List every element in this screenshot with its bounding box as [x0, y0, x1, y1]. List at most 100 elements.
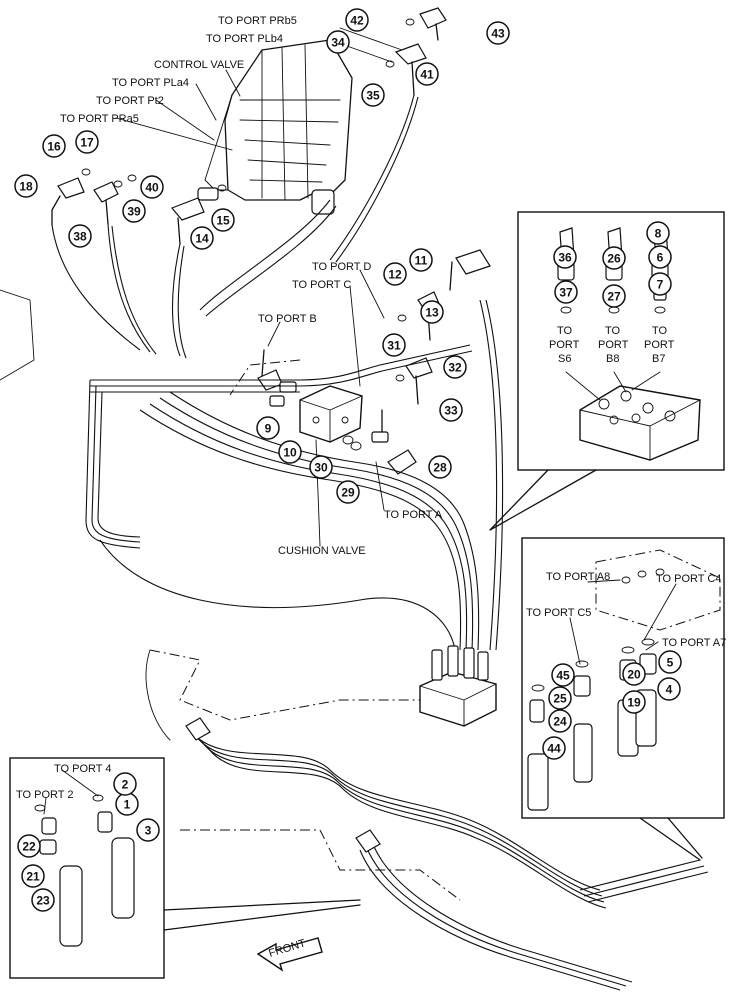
callout-8: 8	[646, 221, 670, 245]
callout-number: 45	[556, 669, 570, 683]
callout-number: 18	[19, 180, 33, 194]
callout-number: 32	[448, 361, 462, 375]
callout-12: 12	[383, 262, 407, 286]
callout-9: 9	[256, 416, 280, 440]
callout-number: 37	[559, 286, 573, 300]
label-port-b8: PORT	[598, 339, 629, 351]
callout-18: 18	[14, 174, 38, 198]
label-to-b8: TO	[605, 325, 621, 337]
callout-20: 20	[622, 662, 646, 686]
callout-number: 20	[627, 668, 641, 682]
callout-number: 12	[388, 268, 402, 282]
label-to-port-c: TO PORT C	[292, 279, 351, 291]
callout-21: 21	[21, 864, 45, 888]
callout-44: 44	[542, 736, 566, 760]
callout-number: 40	[145, 181, 159, 195]
callout-24: 24	[548, 709, 572, 733]
callout-number: 15	[216, 214, 230, 228]
callout-number: 25	[553, 692, 567, 706]
label-control-valve: CONTROL VALVE	[154, 59, 244, 71]
label-b7: B7	[652, 353, 665, 365]
callout-35: 35	[361, 83, 385, 107]
callout-34: 34	[326, 30, 350, 54]
callout-39: 39	[122, 199, 146, 223]
callout-6: 6	[648, 245, 672, 269]
callout-23: 23	[31, 888, 55, 912]
label-to-port-a: TO PORT A	[384, 509, 443, 521]
callout-number: 11	[415, 254, 428, 268]
label-to-b7: TO	[652, 325, 668, 337]
control-valve-fittings	[51, 7, 447, 245]
callout-number: 17	[80, 136, 94, 150]
callout-number: 22	[22, 840, 36, 854]
callout-28: 28	[428, 455, 452, 479]
label-to-port-c5: TO PORT C5	[526, 607, 591, 619]
callout-36: 36	[553, 245, 577, 269]
callout-19: 19	[622, 690, 646, 714]
pilot-hoses	[51, 94, 419, 359]
callout-number: 21	[26, 870, 40, 884]
callout-15: 15	[211, 208, 235, 232]
label-to-port-pra5: TO PORT PRa5	[60, 113, 139, 125]
callout-31: 31	[382, 333, 406, 357]
callout-number: 29	[341, 486, 355, 500]
callout-number: 6	[657, 251, 664, 265]
callout-number: 8	[655, 227, 662, 241]
callout-5: 5	[658, 650, 682, 674]
label-to-port-c4: TO PORT C4	[656, 573, 721, 585]
callout-7: 7	[648, 272, 672, 296]
label-to-s6: TO	[557, 325, 573, 337]
callout-number: 5	[667, 656, 674, 670]
label-to-port-d: TO PORT D	[312, 261, 371, 273]
background-frame	[0, 289, 301, 741]
label-to-port-prb5: TO PORT PRb5	[218, 15, 297, 27]
tube-bundle	[85, 299, 504, 651]
label-port-b7: PORT	[644, 339, 675, 351]
label-to-port-2: TO PORT 2	[16, 789, 73, 801]
callout-43: 43	[486, 21, 510, 45]
callout-number: 24	[553, 715, 567, 729]
callout-29: 29	[336, 480, 360, 504]
callout-number: 16	[47, 140, 61, 154]
label-port-s6: PORT	[549, 339, 580, 351]
callout-14: 14	[190, 226, 214, 250]
control-valve	[204, 39, 353, 215]
callout-10: 10	[278, 440, 302, 464]
callout-2: 2	[113, 772, 137, 796]
callout-number: 42	[350, 14, 364, 28]
callout-number: 31	[387, 339, 401, 353]
callout-25: 25	[548, 686, 572, 710]
label-to-port-b: TO PORT B	[258, 313, 317, 325]
leader-lines	[43, 27, 677, 815]
callout-38: 38	[68, 224, 92, 248]
callout-number: 36	[558, 251, 572, 265]
callout-number: 1	[124, 798, 131, 812]
callout-40: 40	[140, 175, 164, 199]
callout-number: 9	[265, 422, 272, 436]
callout-number: 14	[195, 232, 209, 246]
cushion-valve	[299, 385, 363, 443]
callout-number: 35	[366, 89, 380, 103]
label-to-port-pt2: TO PORT Pt2	[96, 95, 164, 107]
callout-number: 19	[627, 696, 641, 710]
manifold-block	[419, 645, 497, 727]
callout-number: 2	[122, 778, 129, 792]
callout-number: 33	[444, 404, 458, 418]
callout-4: 4	[657, 677, 681, 701]
callout-42: 42	[345, 8, 369, 32]
callout-number: 44	[547, 742, 561, 756]
labels: TO PORT PRb5 TO PORT PLb4 CONTROL VALVE …	[16, 15, 726, 960]
callout-13: 13	[420, 300, 444, 324]
callout-number: 39	[127, 205, 141, 219]
callout-number: 43	[491, 27, 505, 41]
callout-1: 1	[115, 792, 139, 816]
callout-number: 7	[657, 278, 664, 292]
label-to-port-4: TO PORT 4	[54, 763, 111, 775]
lower-tube-run	[149, 649, 709, 991]
callout-27: 27	[602, 284, 626, 308]
callout-11: 11	[409, 248, 433, 272]
label-b8: B8	[606, 353, 619, 365]
callout-33: 33	[439, 398, 463, 422]
